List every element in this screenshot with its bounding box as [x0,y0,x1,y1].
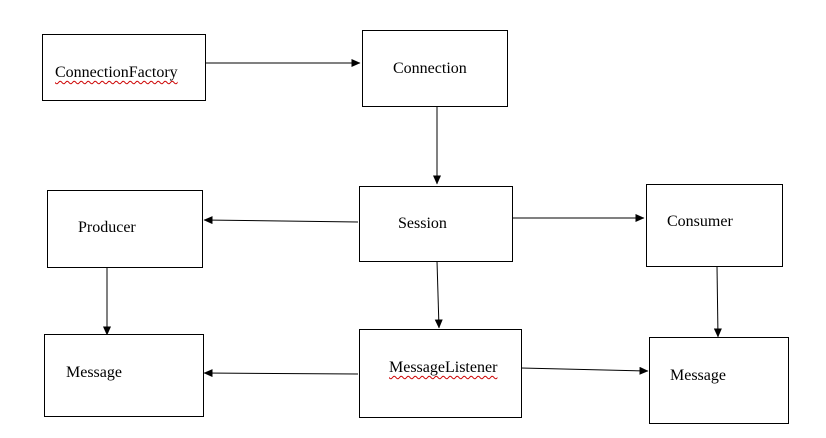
node-message-listener-label: MessageListener [389,359,498,376]
node-producer-label: Producer [78,219,136,236]
node-connection-factory-label: ConnectionFactory [55,64,178,81]
edge-consumer-to-message-right [713,265,722,338]
node-message-right: Message [649,337,789,424]
node-session-label: Session [398,215,447,232]
edge-messagelistener-to-message-left [203,369,359,378]
node-message-right-label: Message [670,367,726,384]
node-consumer: Consumer [646,184,783,267]
node-message-left-label: Message [66,364,122,381]
edge-messagelistener-to-message-right [520,366,649,375]
node-message-listener: MessageListener [359,329,522,418]
node-message-left: Message [44,334,204,417]
node-connection-factory: ConnectionFactory [42,34,206,101]
node-producer: Producer [47,190,203,268]
edge-session-to-producer [203,216,359,225]
edge-session-to-messagelistener [434,260,443,329]
node-connection: Connection [362,30,508,107]
node-session: Session [359,186,513,262]
node-consumer-label: Consumer [667,213,733,230]
node-connection-label: Connection [393,60,467,77]
